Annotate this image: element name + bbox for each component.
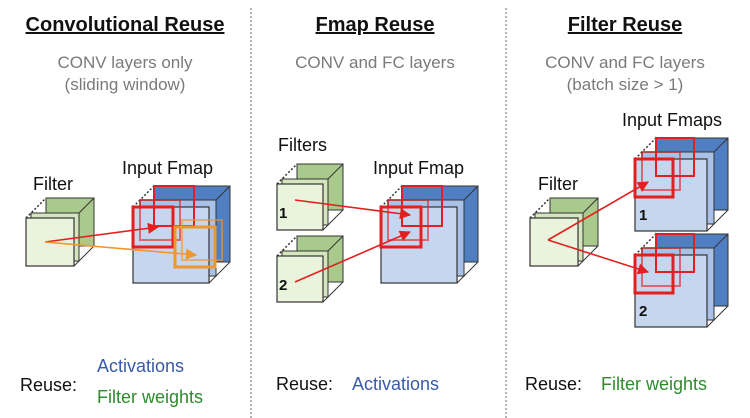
convolutional-reuse-diagram [25, 185, 231, 284]
arrow-filter-2 [294, 230, 412, 283]
panel-divider-2 [505, 8, 507, 418]
subtitle-line: CONV layers only [57, 53, 193, 72]
subtitle-line: (sliding window) [64, 75, 186, 94]
input-fmap-label: Input Fmap [122, 158, 214, 178]
panel-fmap-reuse: Fmap Reuse CONV and FC layers Filters In… [250, 0, 500, 418]
panel-subtitle: CONV and FC layers [250, 52, 500, 74]
panel-filter-reuse: Filter Reuse CONV and FC layers (batch s… [500, 0, 750, 418]
panel-subtitle: CONV and FC layers (batch size > 1) [500, 52, 750, 96]
filter-1-stack [276, 163, 344, 231]
input-fmap-1-stack [633, 137, 729, 232]
fmap-number-1: 1 [639, 207, 648, 224]
filter-label: Filter [538, 174, 578, 194]
input-fmap-stack [131, 185, 231, 284]
filters-label: Filters [278, 135, 327, 155]
arrow-filter-1 [294, 199, 412, 220]
filter-number-2: 2 [279, 277, 288, 294]
arrow-to-orange-window [44, 241, 198, 260]
panel-convolutional-reuse: Convolutional Reuse CONV layers only (sl… [0, 0, 250, 418]
input-fmap-label: Input Fmap [373, 158, 465, 178]
fmap-number-2: 2 [639, 303, 648, 320]
reuse-label: Reuse: [525, 374, 583, 394]
input-fmaps-label: Input Fmaps [622, 110, 723, 130]
panel-subtitle: CONV layers only (sliding window) [0, 52, 250, 96]
subtitle-line: (batch size > 1) [566, 75, 684, 94]
panel-title: Fmap Reuse [315, 14, 435, 36]
arrow-to-fmap-2 [547, 239, 650, 275]
reuse-filter-weights: Filter weights [601, 374, 708, 394]
arrow-to-red-window [44, 222, 160, 243]
reuse-filter-weights: Filter weights [97, 387, 204, 407]
arrow-to-fmap-1 [547, 181, 649, 241]
fmap-reuse-diagram [276, 163, 479, 303]
reuse-activations: Activations [97, 356, 185, 376]
panel-title: Filter Reuse [567, 14, 683, 36]
subtitle-line: CONV and FC layers [295, 53, 455, 72]
filter-stack [529, 197, 599, 267]
filter-reuse-diagram [529, 137, 729, 328]
filter-number-1: 1 [279, 205, 288, 222]
subtitle-line: CONV and FC layers [545, 53, 705, 72]
reuse-label: Reuse: [276, 374, 334, 394]
panel-title: Convolutional Reuse [25, 14, 225, 36]
input-fmap-2-stack [633, 233, 729, 328]
reuse-label: Reuse: [20, 375, 78, 395]
filter-label: Filter [33, 174, 73, 194]
reuse-activations: Activations [352, 374, 440, 394]
panel-divider-1 [250, 8, 252, 418]
input-fmap-stack [379, 185, 479, 284]
filter-stack [25, 197, 95, 267]
